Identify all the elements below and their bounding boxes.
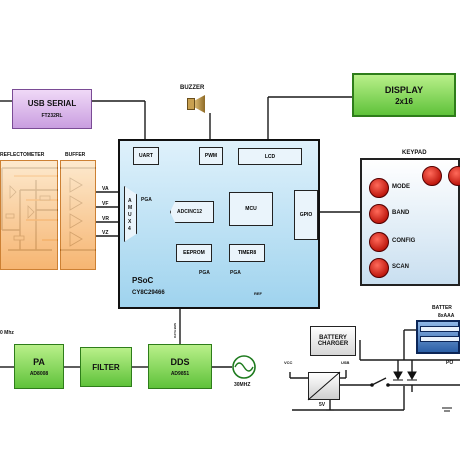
display-block: DISPLAY 2x16 bbox=[352, 73, 456, 117]
pwm-block: PWM bbox=[199, 147, 223, 165]
lcd-block: LCD bbox=[238, 148, 302, 165]
regulator-block bbox=[308, 372, 340, 400]
battery-cell-2 bbox=[420, 336, 460, 342]
dds-title: DDS bbox=[170, 356, 190, 367]
reflectometer-label: REFLECTOMETER bbox=[0, 152, 45, 158]
down-button[interactable] bbox=[448, 166, 460, 186]
pa-title: PA bbox=[33, 356, 45, 367]
band-label: BAND bbox=[392, 210, 410, 216]
buffer-block bbox=[60, 160, 96, 270]
data-bus-label: DATA BUS bbox=[173, 323, 177, 338]
band-button[interactable] bbox=[369, 204, 389, 224]
buffer-label: BUFFER bbox=[65, 152, 86, 158]
battery-cell-1 bbox=[420, 326, 460, 332]
adc-block bbox=[170, 201, 214, 223]
display-title: DISPLAY bbox=[384, 84, 424, 95]
5v-label: 5V bbox=[319, 402, 326, 408]
vcc-label: VCC bbox=[284, 360, 293, 365]
display-size: 2x16 bbox=[395, 96, 413, 106]
pa-block: PA AD8008 bbox=[14, 344, 64, 389]
freq-in-label: 0 Mhz bbox=[0, 330, 14, 336]
uart-block: UART bbox=[133, 147, 159, 165]
port-va: VA bbox=[102, 186, 109, 192]
usb-power-label: USB bbox=[341, 360, 350, 365]
battery-label: BATTER bbox=[432, 305, 452, 311]
pga1-label: PGA bbox=[199, 270, 210, 276]
buzzer-icon bbox=[187, 98, 195, 110]
keypad-label: KEYPAD bbox=[402, 150, 427, 156]
mcu-block: MCU bbox=[229, 192, 273, 226]
usb-serial-title: USB SERIAL bbox=[27, 99, 77, 108]
psoc-name: PSoC bbox=[132, 276, 154, 285]
buzzer-cone bbox=[195, 95, 205, 113]
eeprom-block: EEPROM bbox=[176, 244, 212, 262]
amux-label: AMUX4 bbox=[128, 198, 133, 232]
osc-freq-label: 30MHZ bbox=[234, 382, 251, 388]
mode-button[interactable] bbox=[369, 178, 389, 198]
battery-charger-block: BATTERY CHARGER bbox=[310, 326, 356, 356]
pga2-label: PGA bbox=[230, 270, 241, 276]
pga-label: PGA bbox=[141, 197, 152, 203]
filter-title: FILTER bbox=[92, 362, 120, 372]
port-vz: VZ bbox=[102, 230, 109, 236]
pa-part: AD8008 bbox=[29, 370, 49, 377]
po-label: PO bbox=[446, 360, 454, 366]
config-button[interactable] bbox=[369, 232, 389, 252]
dds-block: DDS AD9851 bbox=[148, 344, 212, 389]
scan-label: SCAN bbox=[392, 264, 410, 270]
adc-label: ADCINC12 bbox=[177, 209, 203, 215]
usb-serial-part: FT232RL bbox=[41, 113, 63, 119]
mode-label: MODE bbox=[392, 184, 410, 190]
port-vr: VR bbox=[102, 216, 109, 222]
psoc-part: CY8C29466 bbox=[132, 290, 165, 296]
buzzer-label: BUZZER bbox=[180, 85, 205, 91]
timer-block: TIMER8 bbox=[229, 244, 265, 262]
up-button[interactable] bbox=[422, 166, 442, 186]
scan-button[interactable] bbox=[369, 258, 389, 278]
gpio-block: GPIO bbox=[294, 190, 318, 240]
port-vf: VF bbox=[102, 201, 109, 207]
usb-serial-block: USB SERIAL FT232RL bbox=[12, 89, 92, 129]
charger-line2: CHARGER bbox=[317, 341, 349, 347]
battery-type: 8xAAA bbox=[438, 313, 455, 319]
dds-part: AD9851 bbox=[170, 370, 190, 377]
filter-block: FILTER bbox=[80, 347, 132, 387]
reflectometer-block bbox=[0, 160, 58, 270]
psoc-block bbox=[118, 139, 320, 309]
charger-line1: BATTERY bbox=[319, 335, 347, 341]
ref-label: REF bbox=[254, 291, 262, 296]
config-label: CONFIG bbox=[392, 238, 416, 244]
